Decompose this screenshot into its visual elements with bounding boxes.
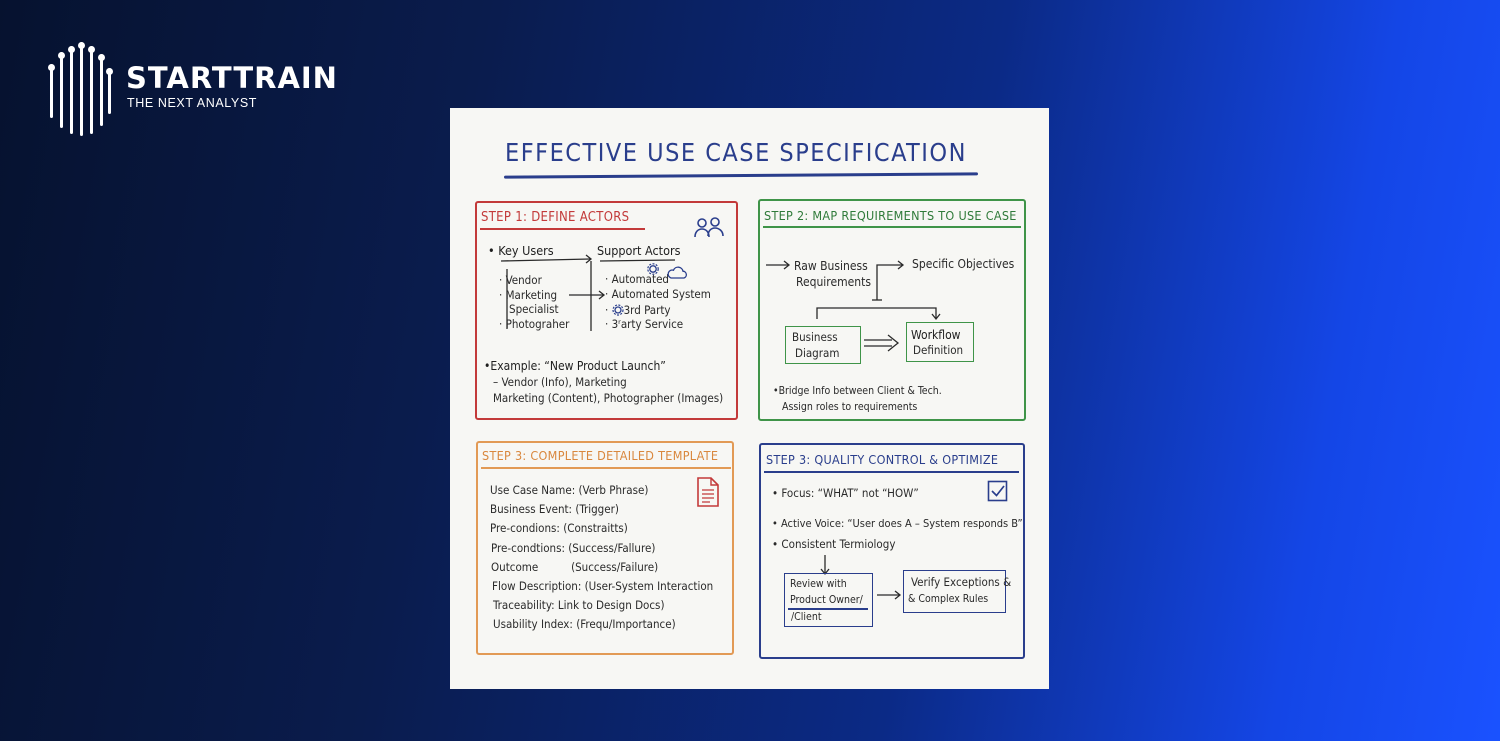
step2-heading-underline bbox=[763, 226, 1021, 228]
workflow-definition-box: Workflow Definition bbox=[906, 322, 974, 362]
barcode-logo-icon bbox=[48, 42, 113, 136]
template-item-4: Outcome (Success/Failure) bbox=[491, 560, 659, 574]
active-voice-line: • Active Voice: “User does A – System re… bbox=[772, 517, 1023, 530]
business-diagram-box: Business Diagram bbox=[785, 326, 861, 364]
support-actors-label: Support Actors bbox=[597, 243, 681, 258]
step1-example-line1: •Example: “New Product Launch” bbox=[484, 359, 666, 373]
verify-exceptions-box: Verify Exceptions & & Complex Rules bbox=[903, 570, 1011, 613]
bridge-line2: Assign roles to requirements bbox=[782, 401, 918, 413]
template-item-6: Traceability: Link to Design Docs) bbox=[493, 598, 665, 612]
step1-heading-underline bbox=[480, 228, 645, 230]
key-user-0: · Vendor bbox=[499, 273, 542, 287]
step1-example-line2: – Vendor (Info), Marketing bbox=[493, 375, 627, 389]
checkbox-icon bbox=[987, 480, 1008, 502]
template-item-7: Usability Index: (Frequ/Importance) bbox=[493, 617, 676, 631]
brand-name: STARTTRAIN bbox=[126, 61, 338, 95]
step2-panel: STEP 2: MAP REQUIREMENTS TO USE CASE Raw… bbox=[758, 199, 1026, 421]
key-user-3: · Photograher bbox=[499, 317, 570, 331]
key-users-label: • Key Users bbox=[488, 243, 554, 258]
template-item-2: Pre-condions: (Constraitts) bbox=[490, 521, 628, 535]
document-icon bbox=[697, 477, 719, 507]
title-underline bbox=[503, 172, 979, 179]
template-item-3: Pre-condtions: (Success/Fallure) bbox=[491, 541, 656, 555]
infographic-title: EFFECTIVE USE CASE SPECIFICATION bbox=[505, 138, 967, 167]
gear-icon bbox=[611, 304, 624, 316]
step2-heading: STEP 2: MAP REQUIREMENTS TO USE CASE bbox=[764, 208, 1017, 223]
support-actor-0: · Automated bbox=[605, 272, 670, 286]
brand-logo: STARTTRAIN THE NEXT ANALYST bbox=[48, 42, 378, 138]
use-case-infographic: EFFECTIVE USE CASE SPECIFICATION STEP 1:… bbox=[450, 108, 1049, 689]
template-item-1: Business Event: (Trigger) bbox=[490, 502, 619, 516]
support-actor-2: · 3rd Party bbox=[605, 303, 671, 317]
template-item-0: Use Case Name: (Verb Phrase) bbox=[490, 483, 649, 497]
template-item-5: Flow Description: (User-System Interacti… bbox=[492, 579, 714, 593]
raw-requirements-line2: Requirements bbox=[796, 275, 871, 289]
gear-icon bbox=[647, 263, 659, 275]
bridge-line1: •Bridge Info between Client & Tech. bbox=[773, 385, 942, 397]
key-user-1: · Marketing bbox=[499, 288, 558, 302]
support-actor-3: · 3ʳarty Service bbox=[605, 317, 684, 331]
support-actor-1: · Automated System bbox=[605, 287, 711, 301]
consistent-terminology-line: • Consistent Termiology bbox=[772, 537, 896, 551]
cloud-icon bbox=[667, 266, 687, 279]
step1-panel: STEP 1: DEFINE ACTORS • Key Users Suppor… bbox=[475, 201, 738, 420]
step3-heading-underline bbox=[481, 467, 731, 469]
step4-heading-underline bbox=[764, 471, 1019, 473]
review-with-owner-box: Review with Product Owner/ /Client bbox=[784, 573, 873, 627]
raw-requirements-line1: Raw Business bbox=[794, 259, 868, 273]
step4-panel: STEP 3: QUALITY CONTROL & OPTIMIZE • Foc… bbox=[759, 443, 1025, 659]
step2-connectors bbox=[766, 260, 941, 352]
step1-example-line3: Marketing (Content), Photographer (Image… bbox=[493, 391, 724, 405]
brand-tagline: THE NEXT ANALYST bbox=[127, 96, 258, 110]
step4-connectors bbox=[820, 555, 902, 600]
step3-panel: STEP 3: COMPLETE DETAILED TEMPLATE Use C… bbox=[476, 441, 734, 655]
key-user-2: Specialist bbox=[509, 302, 559, 316]
step1-heading: STEP 1: DEFINE ACTORS bbox=[481, 210, 630, 225]
focus-line: • Focus: “WHAT” not “HOW” bbox=[772, 486, 919, 500]
step4-heading: STEP 3: QUALITY CONTROL & OPTIMIZE bbox=[766, 452, 999, 467]
step1-connectors bbox=[500, 254, 676, 331]
specific-objectives: Specific Objectives bbox=[912, 257, 1015, 271]
step3-heading: STEP 3: COMPLETE DETAILED TEMPLATE bbox=[482, 448, 719, 463]
users-icon bbox=[694, 217, 724, 238]
